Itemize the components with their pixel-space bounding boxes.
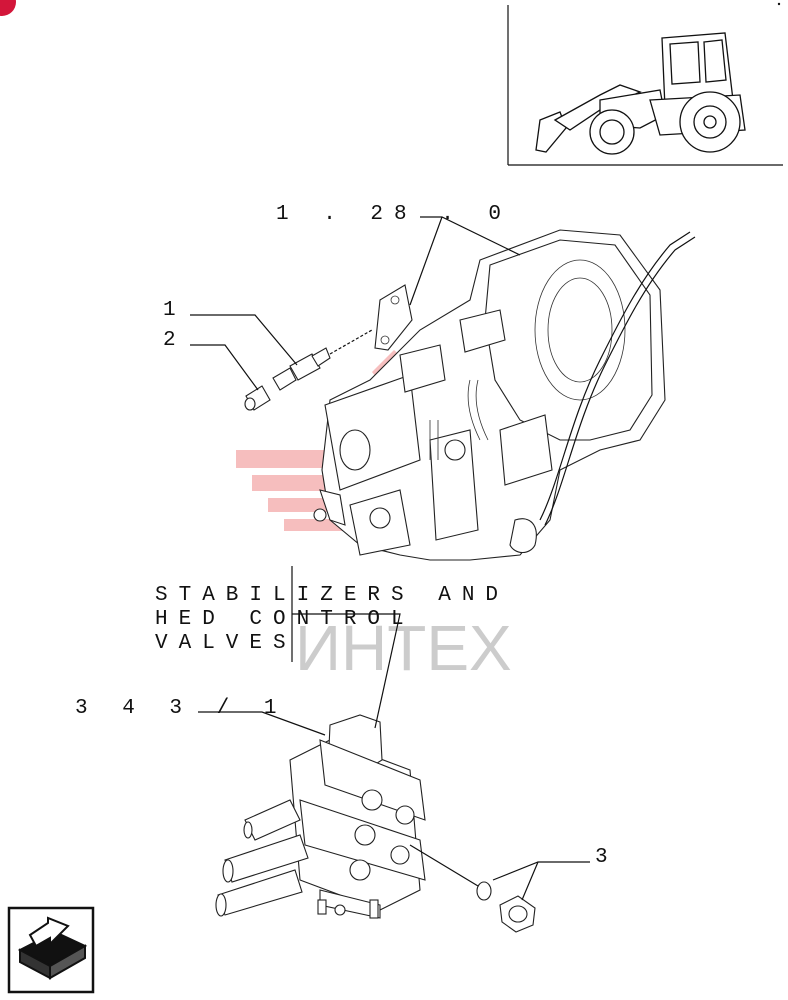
thumbnail-frame (507, 2, 783, 166)
item-2-label: 2 (163, 329, 187, 352)
note-line-2: HED CONTROL (155, 608, 415, 631)
part-1-sensor (272, 329, 373, 391)
control-valve-assembly (215, 714, 426, 919)
part-2-cap (244, 385, 271, 411)
note-line-1: STABILIZERS AND (155, 584, 509, 607)
return-arrow-icon (17, 916, 88, 980)
watermark-text: ИНТЕХ (295, 612, 512, 684)
ref-label-top: 1 . 28 . 0 (276, 203, 512, 226)
transmission-assembly (313, 229, 696, 561)
item-3-label: 3 (595, 846, 619, 869)
ref-label-valve: 3 4 3 / 1 (75, 697, 287, 720)
backhoe-loader-icon (535, 32, 746, 155)
corner-badge-icon (0, 0, 16, 16)
leader-lines (190, 216, 590, 901)
item-1-label: 1 (163, 299, 187, 322)
return-button[interactable] (7, 906, 95, 994)
note-line-3: VALVES (155, 632, 297, 655)
part-3-plug (409, 844, 536, 933)
